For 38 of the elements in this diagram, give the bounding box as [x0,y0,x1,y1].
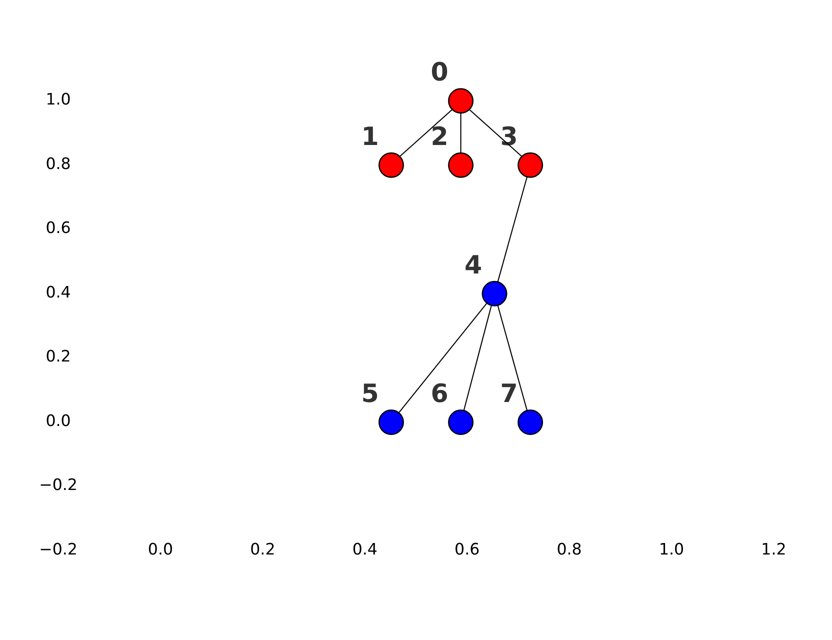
node-circle [482,280,508,306]
label: 0.4 [46,282,71,302]
node-label: 4 [464,250,482,280]
node-label: 2 [430,122,448,151]
connector [399,109,453,157]
node-circle [448,152,474,178]
label: 0.8 [556,539,582,558]
connector [398,302,488,413]
node-label: 1 [361,122,379,151]
connector [463,305,492,410]
node-circle [378,409,404,435]
label: 0.2 [46,346,71,366]
label: −0.2 [39,475,78,494]
label: 0.6 [454,539,480,558]
node-circle [448,409,474,435]
node-circle [518,409,544,435]
node-label: 0 [430,58,448,86]
node-circle [518,152,544,178]
label: 0.4 [352,539,378,558]
label: 1.0 [46,90,71,109]
label: 1.0 [658,539,684,558]
label: 0.2 [250,539,276,558]
label: 0.0 [148,539,174,558]
node-label: 7 [500,378,518,408]
label: 0.6 [46,218,71,238]
label: −0.2 [39,539,78,558]
node-label: 5 [361,378,379,408]
connector [468,109,522,157]
connector [460,113,462,153]
node-label: 3 [500,122,518,151]
node-circle [448,88,474,114]
connector [497,176,528,282]
node-label: 6 [430,378,448,408]
node-circle [378,152,404,178]
label: 0.8 [46,154,71,173]
label: 0.0 [46,410,71,430]
label: 1.2 [761,539,786,558]
connector [497,305,528,411]
